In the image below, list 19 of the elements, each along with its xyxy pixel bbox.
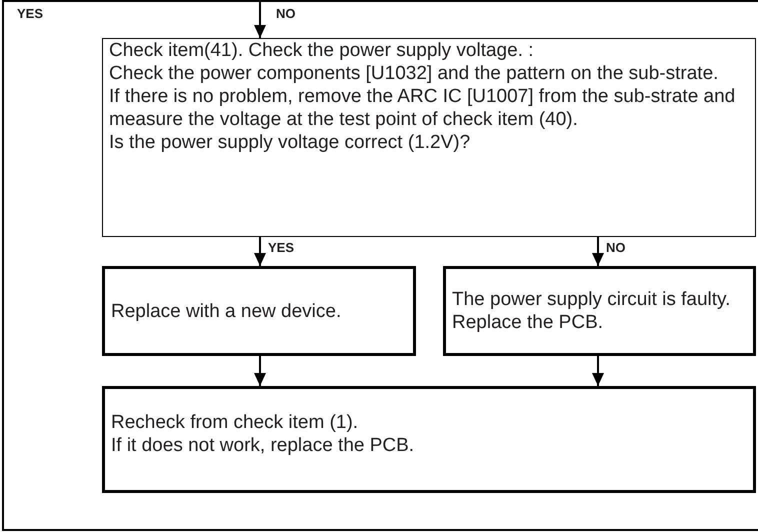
decision-box xyxy=(102,38,756,237)
step-text: If it does not work, replace the PCB. xyxy=(111,434,416,457)
step-text: Replace the PCB. xyxy=(452,311,604,334)
step-text: If there is no problem, remove the ARC IC [U1007] from the sub-strate and measure the voltage at the test point of check item (40). xyxy=(109,85,736,131)
arrow xyxy=(592,237,604,266)
arrow xyxy=(254,2,266,38)
step-text: Replace with a new device. xyxy=(111,300,342,322)
step-text: Recheck from check item (1). xyxy=(111,411,360,434)
arrow xyxy=(254,237,266,266)
process-box xyxy=(102,266,416,356)
arrow xyxy=(592,356,604,386)
step-text: Is the power supply voltage correct (1.2V)? xyxy=(109,131,472,154)
branch-label: YES xyxy=(17,6,44,22)
arrow xyxy=(254,356,266,386)
process-box xyxy=(443,266,756,356)
step-text: The power supply circuit is faulty. xyxy=(452,288,732,311)
process-box xyxy=(102,386,756,493)
step-text: Check the power components [U1032] and the pattern on the sub-strate. xyxy=(109,62,720,85)
step-text: Check item(41). Check the power supply voltage. : xyxy=(109,39,535,62)
